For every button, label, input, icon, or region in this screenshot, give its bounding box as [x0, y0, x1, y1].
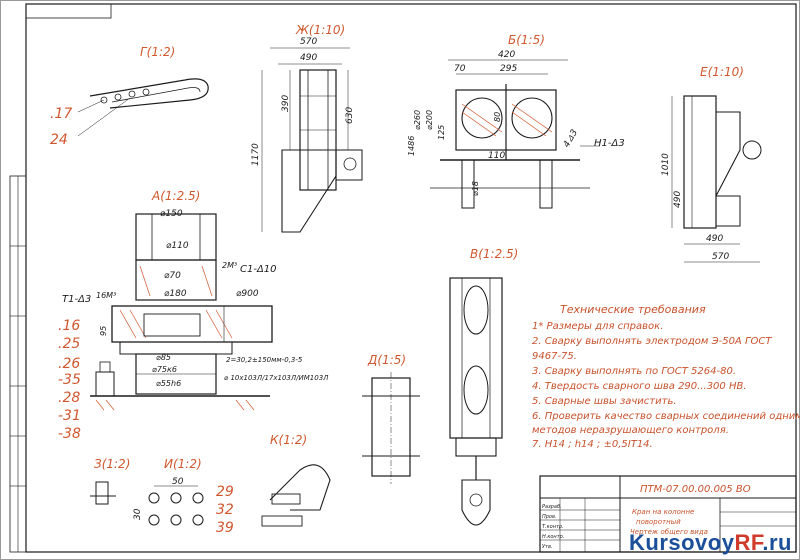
view-label-g: Г(1:2)	[140, 45, 175, 59]
callout-32: 32	[216, 502, 234, 518]
title-cell-4: Н.контр.	[542, 534, 564, 540]
requirements-title: Технические требования	[560, 303, 706, 316]
dim-b-200: ⌀200	[425, 110, 434, 130]
view-k: К(1:2) 29 32 39	[216, 433, 331, 536]
dim-a-110: ⌀110	[166, 241, 189, 251]
requirement-7: 7. Н14 ; h14 ; ±0,5IT14.	[532, 439, 653, 450]
callout-39: 39	[216, 520, 234, 536]
dim-a-70: ⌀70	[164, 271, 181, 281]
title-cell-5: Утв.	[542, 544, 553, 550]
watermark-suffix: .ru	[762, 530, 792, 555]
dim-b-110: 110	[488, 151, 505, 161]
title-name-1: Кран на колонне	[632, 508, 694, 516]
view-d: Д(1:5)	[362, 353, 420, 484]
view-a: А(1:2.5) ⌀150 ⌀110 ⌀70 ⌀180 2М³ С1-Δ10 ⌀…	[58, 189, 329, 442]
callout-25: .25	[58, 336, 80, 352]
dim-a-fit2: ⌀ 10х103Л/17х103Л/ИМ103Л	[224, 374, 329, 382]
technical-requirements: Технические требования 1* Размеры для сп…	[532, 303, 800, 450]
view-g: Г(1:2) .17 24	[50, 45, 209, 148]
dim-a-t1: Т1-Δ3	[62, 294, 91, 305]
dim-e-490h: 490	[706, 234, 723, 244]
requirement-1: 1* Размеры для справок.	[532, 321, 663, 332]
requirement-2: 2. Сварку выполнять электродом Э-50А ГОС…	[532, 336, 772, 347]
dim-zh-490: 490	[300, 53, 317, 63]
dim-a-c1: С1-Δ10	[240, 264, 277, 275]
requirement-6b: методов неразрушающего контроля.	[532, 425, 729, 436]
callout-26: .26	[58, 356, 80, 372]
dim-a-2m: 2М³	[222, 261, 237, 270]
view-label-v: В(1:2.5)	[470, 247, 518, 261]
watermark-accent: RF	[734, 530, 763, 555]
dim-b-295: 295	[500, 64, 517, 74]
callout-24: 24	[50, 132, 68, 148]
callout-35: -35	[58, 372, 81, 388]
view-z: З(1:2)	[90, 457, 130, 505]
dim-b-80: 80	[493, 112, 502, 122]
requirement-4: 4. Твердость сварного шва 290...300 НВ.	[532, 381, 747, 392]
title-block: ПТМ-07.00.00.005 ВО Кран на колонне пово…	[539, 475, 797, 553]
dim-zh-1170: 1170	[251, 143, 261, 166]
callout-17: .17	[50, 106, 72, 122]
dim-a-150: ⌀150	[160, 209, 183, 219]
callout-29: 29	[216, 484, 234, 500]
dim-e-1010: 1010	[661, 153, 671, 176]
dim-i-50: 50	[172, 477, 184, 487]
title-cell-1: Разраб.	[542, 504, 562, 510]
title-name-3: Чертеж общего вида	[630, 528, 708, 536]
dim-b-70: 70	[454, 64, 466, 74]
view-label-e: Е(1:10)	[700, 65, 744, 79]
dim-b-h1: Н1-Δ3	[594, 138, 625, 149]
dim-e-570: 570	[712, 252, 729, 262]
dim-b-420: 420	[498, 50, 515, 60]
view-label-i: И(1:2)	[164, 457, 202, 471]
title-cell-2: Пров.	[542, 514, 557, 520]
dim-zh-630: 630	[345, 107, 355, 124]
dim-i-30: 30	[133, 508, 143, 520]
view-label-a: А(1:2.5)	[151, 189, 200, 203]
dim-a-55: ⌀55h6	[156, 379, 181, 388]
watermark-main: Kursovoy	[629, 530, 735, 555]
title-name-2: поворотный	[636, 518, 681, 526]
site-watermark: KursovoyRF.ru	[629, 530, 792, 556]
corner-code-box	[25, 3, 112, 19]
dim-b-1486: 1486	[407, 136, 416, 156]
view-label-z: З(1:2)	[94, 457, 130, 471]
view-label-d: Д(1:5)	[367, 353, 406, 367]
dim-b-18: ⌀18	[471, 181, 480, 196]
title-code: ПТМ-07.00.00.005 ВО	[640, 484, 751, 495]
view-i: И(1:2) 50 30	[133, 457, 204, 526]
requirement-5: 5. Сварные швы зачистить.	[532, 396, 677, 407]
view-e: Е(1:10) 1010 490 490 570	[661, 65, 762, 263]
title-cell-3: Т.контр.	[542, 524, 564, 530]
view-label-zh: Ж(1:10)	[295, 23, 345, 37]
dim-a-180: ⌀180	[164, 289, 187, 299]
callout-31: -31	[58, 408, 81, 424]
dim-a-900: ⌀900	[236, 289, 259, 299]
left-binding-strip	[9, 175, 27, 553]
callout-16: .16	[58, 318, 80, 334]
dim-zh-570: 570	[300, 37, 317, 47]
dim-b-125: 125	[437, 125, 446, 140]
view-label-k: К(1:2)	[270, 433, 307, 447]
dim-a-85: ⌀85	[156, 353, 171, 362]
view-b: Б(1:5) 420 70 295 ⌀260 ⌀200 125 1486 80 …	[407, 33, 625, 209]
dim-a-75: ⌀75к6	[152, 365, 177, 374]
dim-e-490v: 490	[673, 191, 683, 208]
view-zh: Ж(1:10) 570 490 390 630 1170	[251, 23, 363, 233]
requirement-2b: 9467-75.	[532, 351, 577, 362]
view-v: В(1:2.5)	[449, 247, 518, 526]
callout-28: .28	[58, 390, 80, 406]
dim-a-95: 95	[99, 326, 108, 336]
callout-38: -38	[58, 426, 81, 442]
view-label-b: Б(1:5)	[508, 33, 545, 47]
dim-a-fit1: 2=30,2±150мм-0,3-5	[226, 356, 303, 364]
dim-zh-390: 390	[281, 95, 291, 112]
dim-a-16m: 16М³	[96, 291, 116, 300]
dim-b-260: ⌀260	[413, 110, 422, 130]
requirement-6: 6. Проверить качество сварных соединений…	[532, 411, 800, 422]
requirement-3: 3. Сварку выполнять по ГОСТ 5264-80.	[532, 366, 736, 377]
